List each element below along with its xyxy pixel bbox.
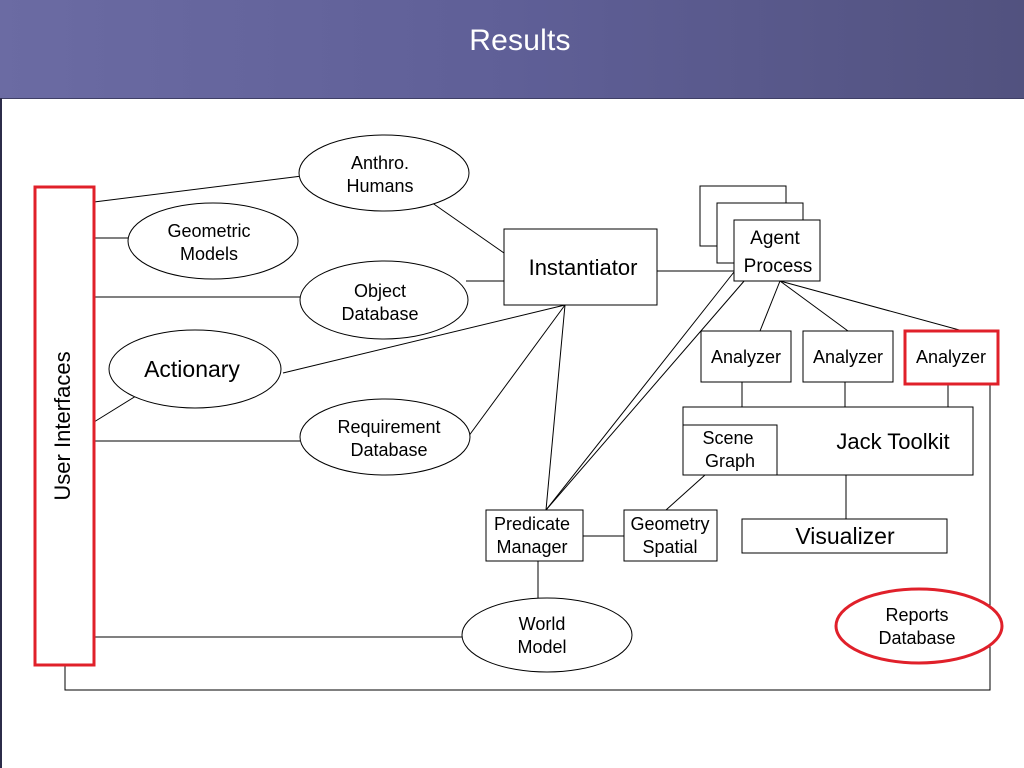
- analyzer-3-label: Analyzer: [916, 347, 986, 367]
- slide-title: Results: [469, 24, 571, 57]
- agent-process-line1: Agent: [750, 228, 800, 249]
- edge-instantiator-actionary: [282, 304, 566, 374]
- visualizer-box: Visualizer: [741, 518, 948, 554]
- connectors: [64, 175, 991, 691]
- agent-process-stack: Agent Process: [699, 185, 821, 282]
- world-model-line2: Model: [517, 637, 566, 657]
- scene-graph-line1: Scene: [702, 428, 753, 448]
- requirement-database-line1: Requirement: [337, 417, 440, 437]
- edge-ui-anthro: [93, 175, 303, 203]
- user-interfaces-label: User Interfaces: [50, 351, 75, 500]
- actionary-node: Actionary: [108, 329, 282, 409]
- geometric-models-node: Geometric Models: [127, 202, 299, 280]
- left-border-rule: [0, 98, 2, 768]
- analyzer-1-label: Analyzer: [711, 347, 781, 367]
- analyzer-2-box: Analyzer: [802, 330, 894, 383]
- predicate-manager-line2: Manager: [496, 537, 567, 557]
- edge-agent-analyzer2: [779, 280, 849, 332]
- world-model-node: World Model: [461, 597, 633, 673]
- geometric-models-line1: Geometric: [167, 221, 250, 241]
- edge-scene-geometry: [665, 474, 706, 511]
- geometry-spatial-line1: Geometry: [630, 514, 709, 534]
- edge-instantiator-predicate: [545, 304, 566, 511]
- edge-ui-actionary: [93, 395, 137, 423]
- geometry-spatial-box: Geometry Spatial: [623, 509, 718, 562]
- predicate-manager-box: Predicate Manager: [485, 509, 584, 562]
- reports-database-node: Reports Database: [834, 587, 1004, 665]
- analyzer-1-box: Analyzer: [700, 330, 792, 383]
- instantiator-label: Instantiator: [529, 255, 638, 280]
- world-model-line1: World: [519, 614, 566, 634]
- jack-toolkit-label: Jack Toolkit: [836, 429, 949, 454]
- anthro-humans-node: Anthro. Humans: [298, 134, 470, 212]
- agent-process-line2: Process: [744, 256, 813, 277]
- geometric-models-line2: Models: [180, 244, 238, 264]
- edge-agent-predicate-a: [545, 271, 735, 511]
- actionary-label: Actionary: [144, 356, 240, 382]
- user-interfaces-box: User Interfaces: [33, 185, 96, 667]
- edge-agent-analyzer3: [779, 280, 964, 332]
- reports-database-line2: Database: [878, 628, 955, 648]
- analyzer-3-box: Analyzer: [903, 329, 1000, 386]
- predicate-manager-line1: Predicate: [494, 514, 570, 534]
- title-bar: Results: [0, 0, 1024, 99]
- edge-anthro-instantiator: [427, 199, 505, 254]
- edge-feedback-loop: [64, 385, 991, 691]
- object-database-line2: Database: [341, 304, 418, 324]
- requirement-database-line2: Database: [350, 440, 427, 460]
- scene-graph-line2: Graph: [705, 451, 755, 471]
- geometry-spatial-line2: Spatial: [642, 537, 697, 557]
- object-database-node: Object Database: [299, 260, 469, 340]
- anthro-humans-line1: Anthro.: [351, 153, 409, 173]
- agent-process-front-card: [733, 219, 821, 282]
- anthro-humans-line2: Humans: [346, 176, 413, 196]
- reports-database-line1: Reports: [885, 605, 948, 625]
- object-database-line1: Object: [354, 281, 406, 301]
- edge-agent-predicate-b: [545, 279, 746, 511]
- requirement-database-node: Requirement Database: [299, 398, 471, 476]
- edge-instantiator-requirement: [467, 304, 566, 438]
- instantiator-box: Instantiator: [503, 228, 658, 306]
- visualizer-label: Visualizer: [795, 523, 895, 549]
- scene-graph-box: Scene Graph: [682, 424, 778, 476]
- analyzer-2-label: Analyzer: [813, 347, 883, 367]
- edge-agent-analyzer1: [759, 280, 781, 332]
